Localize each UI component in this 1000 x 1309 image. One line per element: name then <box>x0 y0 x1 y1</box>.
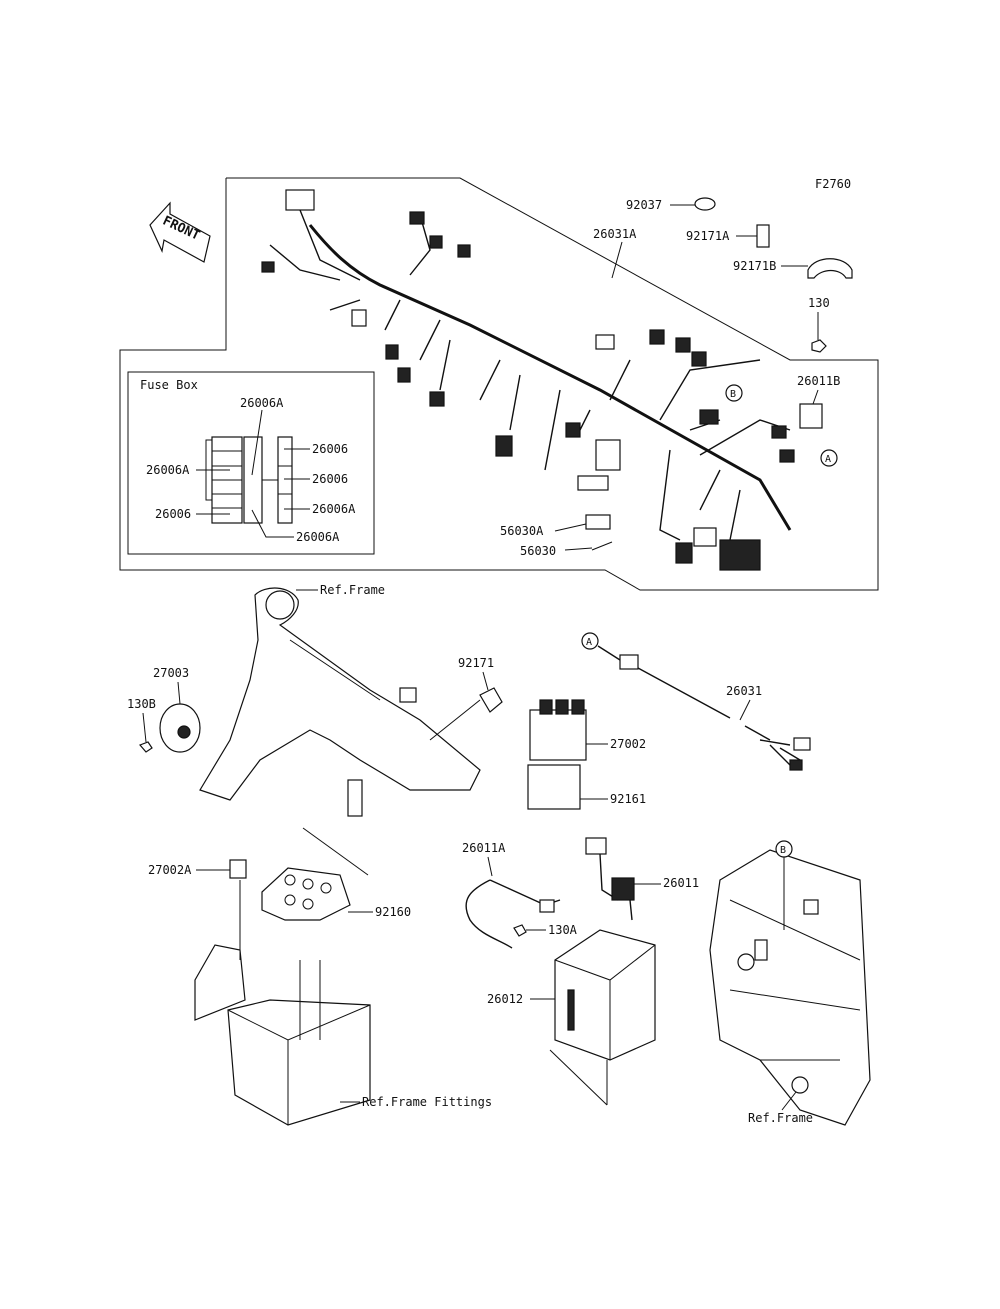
fuse-box <box>211 436 293 524</box>
fuse-label-bottom: 26006A <box>296 530 340 544</box>
fuse-label-right-2: 26006 <box>312 472 348 486</box>
label-26012: 26012 <box>487 992 523 1006</box>
callout-a-mid: A <box>586 637 592 648</box>
bolt-130B <box>138 741 153 753</box>
label-26031A: 26031A <box>593 227 637 241</box>
label-130A: 130A <box>548 923 578 937</box>
label-26011: 26011 <box>663 876 699 890</box>
callout-b-top: B <box>730 389 736 400</box>
fuse-label-right-1: 26006 <box>312 442 348 456</box>
label-ref-frame-1: Ref.Frame <box>320 583 385 597</box>
pad-56030A <box>585 514 611 530</box>
clamp-92171A <box>756 224 770 248</box>
battery-case <box>194 827 371 1126</box>
ecu-27002 <box>529 699 587 761</box>
label-ref-frame-2: Ref.Frame <box>748 1111 813 1125</box>
figure-id: F2760 <box>815 177 851 191</box>
frame-section-1 <box>199 587 481 817</box>
label-92171: 92171 <box>458 656 494 670</box>
frame-section-2 <box>709 849 871 1126</box>
fuse-label-right-3: 26006A <box>312 502 356 516</box>
ignition-switch-27003 <box>159 703 201 753</box>
label-92171B: 92171B <box>733 259 776 273</box>
harness-group-outline <box>119 177 879 591</box>
label-92171A: 92171A <box>686 229 730 243</box>
callout-b-circle-bottom: B <box>775 840 793 858</box>
sub-harness-26031: A <box>581 632 811 771</box>
label-26011A: 26011A <box>462 841 506 855</box>
label-130B: 130B <box>127 697 156 711</box>
connector-26011B <box>799 403 823 429</box>
label-92160: 92160 <box>375 905 411 919</box>
label-27002A: 27002A <box>148 863 192 877</box>
label-26031: 26031 <box>726 684 762 698</box>
callout-a-top: A <box>825 454 831 465</box>
fuse-label-left: 26006 <box>155 507 191 521</box>
clamp-92171B <box>807 258 853 279</box>
cover-92161 <box>527 764 581 810</box>
battery-cable-26011 <box>585 837 635 921</box>
clamp-92037 <box>694 197 716 211</box>
ground-cable-26011A <box>465 879 561 949</box>
fuse-label-top: 26006A <box>240 396 284 410</box>
label-92161: 92161 <box>610 792 646 806</box>
label-130: 130 <box>808 296 830 310</box>
label-ref-frame-fittings: Ref.Frame Fittings <box>362 1095 492 1109</box>
fuse-box-title: Fuse Box <box>140 378 198 392</box>
callout-a-circle-top: A <box>820 449 838 467</box>
fuse-box-frame <box>127 371 375 555</box>
strip-56030 <box>591 541 613 551</box>
callout-b-bottom: B <box>780 845 786 856</box>
label-26011B: 26011B <box>797 374 840 388</box>
label-56030: 56030 <box>520 544 556 558</box>
clamp-92171 <box>479 687 503 713</box>
label-27002: 27002 <box>610 737 646 751</box>
callout-b-circle-top: B <box>725 384 743 402</box>
bolt-130A <box>513 924 527 937</box>
battery-26012 <box>549 929 656 1106</box>
bolt-130 <box>811 339 827 353</box>
main-wiring-harness <box>261 189 795 571</box>
label-56030A: 56030A <box>500 524 544 538</box>
label-92037: 92037 <box>626 198 662 212</box>
relay-27002A <box>229 859 247 879</box>
label-27003: 27003 <box>153 666 189 680</box>
fuse-label-left-a: 26006A <box>146 463 190 477</box>
front-arrow-icon: FRONT <box>149 201 211 263</box>
